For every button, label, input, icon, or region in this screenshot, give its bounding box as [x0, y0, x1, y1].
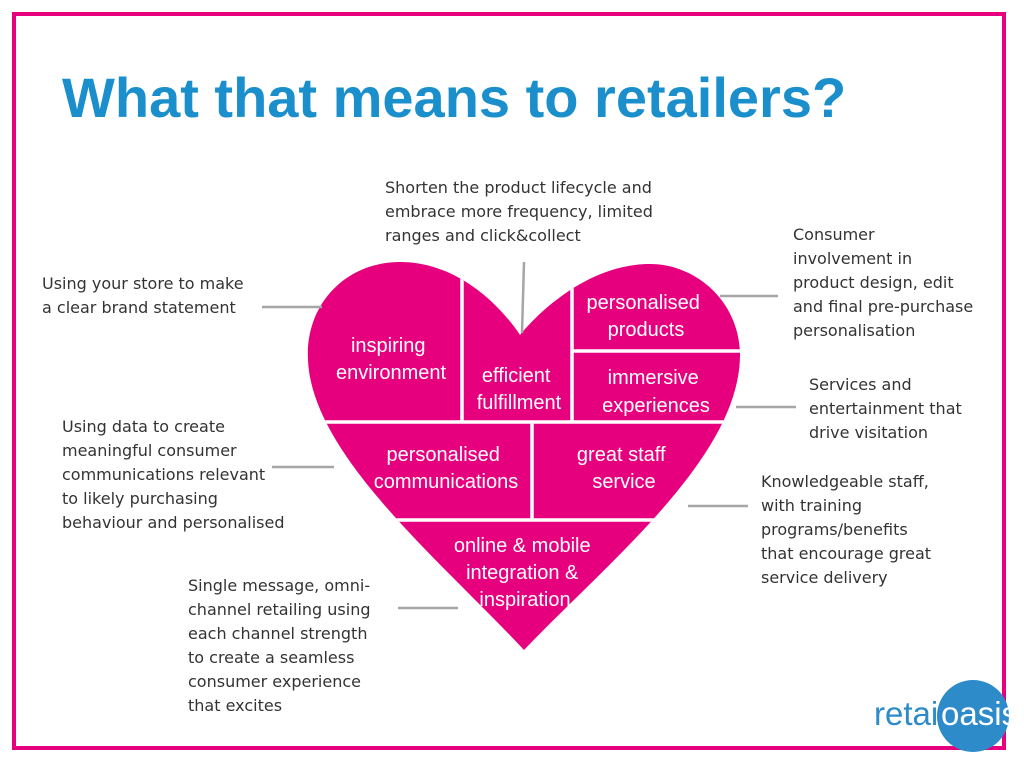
logo-text-oasis: oasis: [941, 695, 1019, 732]
slide-title: What that means to retailers?: [62, 66, 847, 129]
note-consumer-involvement: Consumer involvement in product design, …: [793, 225, 974, 340]
note-data-communications: Using data to create meaningful consumer…: [62, 417, 285, 532]
connector-product-lifecycle: [520, 261, 526, 334]
segment-online-mobile-integration: online & mobile integration & inspiratio…: [454, 535, 596, 611]
note-knowledgeable-staff: Knowledgeable staff, with training progr…: [761, 472, 932, 587]
slide-frame: [12, 12, 1006, 750]
segment-personalised-products: personalised products: [587, 292, 706, 341]
note-product-lifecycle: Shorten the product lifecycle and embrac…: [385, 178, 653, 245]
segment-immersive-experiences: immersive experiences: [602, 367, 710, 417]
logo-text-retail: retail: [874, 695, 946, 732]
logo-circle: [937, 680, 1009, 752]
segment-personalised-communications: personalised communications: [374, 444, 519, 493]
note-brand-statement: Using your store to make a clear brand s…: [42, 274, 244, 317]
segment-efficient-fulfillment: efficient fulfillment: [477, 365, 562, 414]
segment-inspiring-environment: inspiring environment: [336, 335, 447, 384]
segment-great-staff-service: great staff service: [577, 444, 671, 493]
heart-shape: [307, 262, 741, 650]
retail-oasis-logo: retail oasis: [874, 680, 1018, 752]
note-services-entertainment: Services and entertainment that drive vi…: [809, 375, 962, 442]
note-omni-channel: Single message, omni- channel retailing …: [188, 576, 371, 715]
